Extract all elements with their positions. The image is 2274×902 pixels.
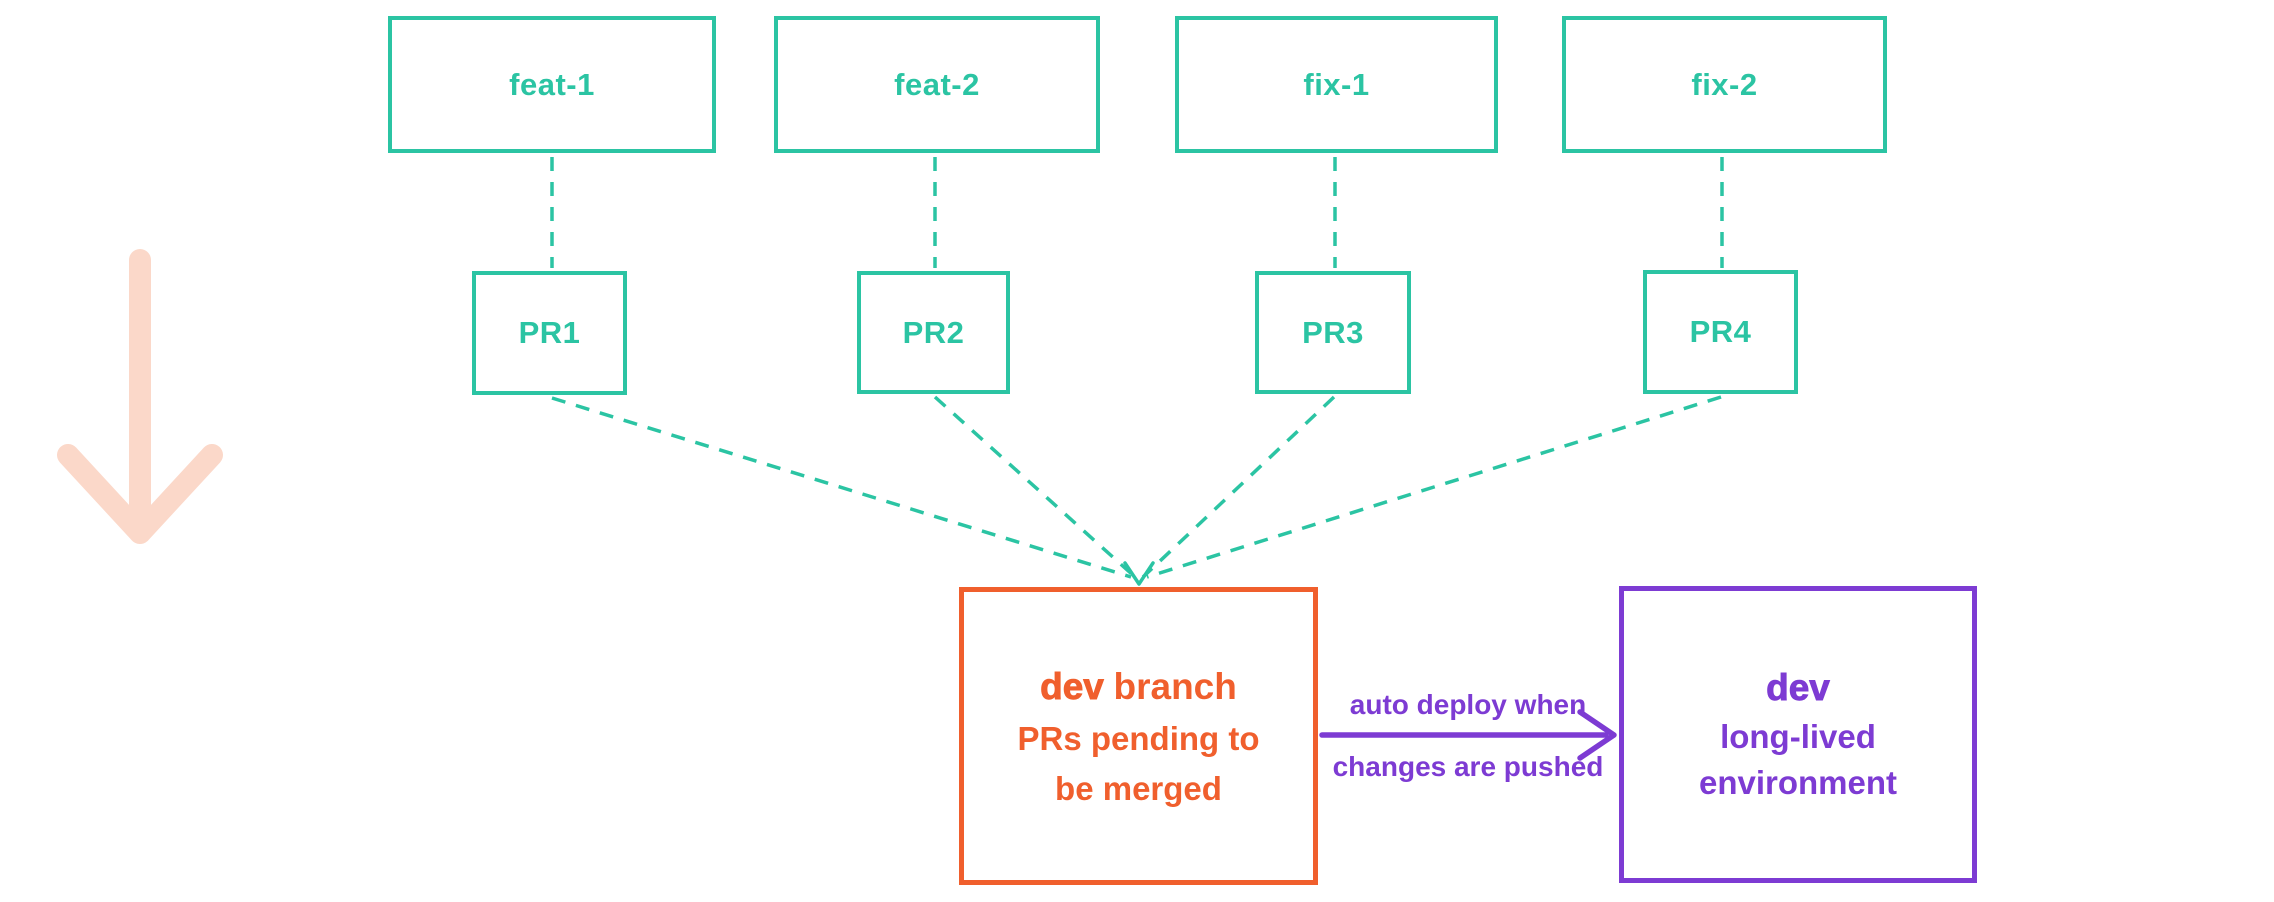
branch-to-pr-connectors [550, 157, 1724, 268]
branch-box-feat-2: feat-2 [774, 16, 1100, 153]
branch-label: feat-2 [894, 66, 980, 102]
branch-box-fix-2: fix-2 [1562, 16, 1887, 153]
dev-branch-subtitle-line2: be merged [1055, 769, 1222, 807]
merge-arrowhead-icon [1123, 561, 1155, 586]
pr-box-2: PR2 [857, 271, 1010, 394]
branch-box-feat-1: feat-1 [388, 16, 716, 153]
pr-to-dev-connectors [551, 395, 1722, 579]
pr-label: PR1 [518, 315, 581, 350]
pr-box-4: PR4 [1643, 270, 1798, 394]
pr-box-3: PR3 [1255, 271, 1411, 394]
branch-box-fix-1: fix-1 [1175, 16, 1498, 153]
branch-label: fix-2 [1691, 66, 1758, 102]
branch-label: fix-1 [1303, 66, 1370, 102]
dev-branch-name: dev [1040, 665, 1105, 707]
pr-label: PR3 [1302, 314, 1364, 350]
pr-label: PR4 [1689, 314, 1752, 349]
pr-box-1: PR1 [472, 271, 627, 395]
dev-branch-name-suffix: branch [1113, 665, 1237, 707]
deploy-label-line1: auto deploy when [1349, 689, 1587, 720]
dev-env-name: dev [1766, 667, 1831, 709]
pr-label: PR2 [902, 314, 965, 350]
dev-env-line2: environment [1698, 764, 1898, 802]
branch-label: feat-1 [509, 66, 595, 102]
dev-environment-box: dev long-lived environment [1619, 586, 1977, 883]
dev-branch-subtitle-line1: PRs pending to [1017, 720, 1260, 758]
dev-env-line1: long-lived [1720, 718, 1876, 756]
deploy-label-line2: changes are pushed [1332, 751, 1604, 782]
down-arrow-icon [57, 249, 223, 544]
